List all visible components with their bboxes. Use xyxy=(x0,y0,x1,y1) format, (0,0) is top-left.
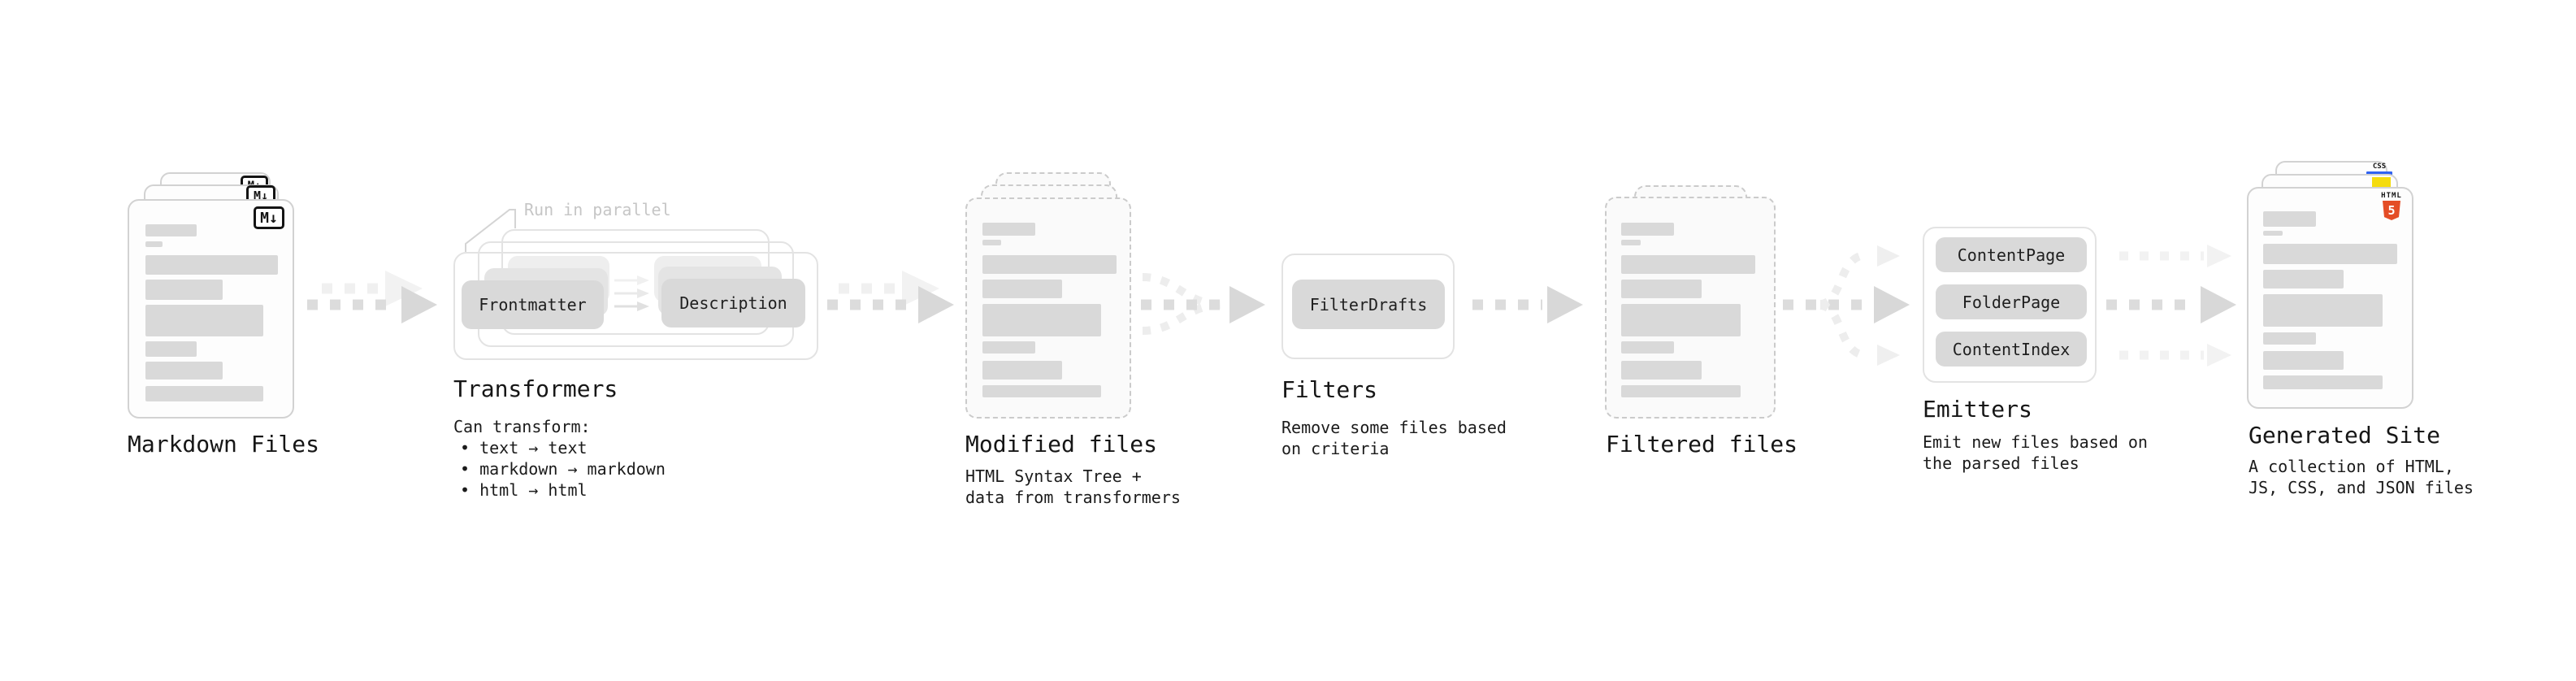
markdown-files-label: Markdown Files xyxy=(128,431,320,458)
text-line-bar xyxy=(982,223,1035,236)
run-in-parallel-annotation: Run in parallel xyxy=(524,200,671,219)
transformers-bullet: • html → html xyxy=(460,480,588,500)
filtered-files-label: Filtered files xyxy=(1606,431,1798,458)
contentpage-pill: ContentPage xyxy=(1936,237,2087,272)
text-line-bar xyxy=(982,341,1035,354)
text-line-bar xyxy=(982,361,1062,380)
text-line-bar xyxy=(2263,375,2383,389)
arrow-modified-to-filters xyxy=(1141,273,1265,335)
description-pill: Description xyxy=(661,279,805,327)
generated-file-card xyxy=(2247,187,2413,409)
text-line-bar xyxy=(2263,332,2316,345)
css-icon: CSS xyxy=(2366,163,2392,176)
generated-site-desc: JS, CSS, and JSON files xyxy=(2249,478,2474,497)
filters-desc: on criteria xyxy=(1281,439,1390,458)
text-line-bar xyxy=(982,280,1062,298)
css-icon-label: CSS xyxy=(2372,163,2387,171)
text-line-bar xyxy=(2263,231,2283,236)
text-line-bar xyxy=(982,304,1101,336)
filters-desc: Remove some files based xyxy=(1281,418,1507,437)
text-line-bar xyxy=(1621,385,1741,397)
markdown-file-card xyxy=(128,199,294,419)
text-line-bar xyxy=(145,241,163,247)
text-line-bar xyxy=(2263,244,2397,264)
contentindex-pill: ContentIndex xyxy=(1936,332,2087,367)
text-line-bar xyxy=(2263,270,2344,288)
text-line-bar xyxy=(145,255,278,275)
transformers-bullet: • markdown → markdown xyxy=(460,459,666,479)
emitters-heading: Emitters xyxy=(1923,396,2032,423)
generated-site-desc: A collection of HTML, xyxy=(2249,457,2454,476)
text-line-bar xyxy=(2263,294,2383,327)
text-line-bar xyxy=(2263,211,2316,227)
modified-file-card xyxy=(965,197,1131,419)
text-line-bar xyxy=(1621,280,1702,298)
css-icon-bar xyxy=(2366,171,2392,176)
transformer-box-front xyxy=(453,252,818,360)
frontmatter-pill: Frontmatter xyxy=(462,280,604,329)
text-line-bar xyxy=(982,240,1001,245)
arrow-emitters-to-generated xyxy=(2106,245,2236,367)
text-line-bar xyxy=(1621,304,1741,336)
text-line-bar xyxy=(145,362,223,380)
html5-icon-shield: 5 xyxy=(2383,201,2400,220)
text-line-bar xyxy=(1621,361,1702,380)
parallel-transform-arrows xyxy=(614,275,649,311)
text-line-bar xyxy=(145,341,197,357)
javascript-icon xyxy=(2372,177,2391,188)
run-in-parallel-leader-line xyxy=(465,209,516,252)
modified-files-desc: HTML Syntax Tree + xyxy=(965,466,1142,486)
arrow-transformers-to-modified xyxy=(827,271,954,323)
modified-files-desc: data from transformers xyxy=(965,488,1181,507)
emitters-desc: the parsed files xyxy=(1923,453,2079,473)
text-line-bar xyxy=(1621,255,1755,274)
generated-site-label: Generated Site xyxy=(2249,422,2441,449)
transformers-heading: Transformers xyxy=(453,375,618,402)
html5-icon-number: 5 xyxy=(2387,203,2396,218)
emitters-desc: Emit new files based on xyxy=(1923,432,2148,452)
filtered-file-card xyxy=(1605,197,1776,419)
text-line-bar xyxy=(982,385,1101,397)
folderpage-pill: FolderPage xyxy=(1936,284,2087,319)
markdown-icon: M↓ xyxy=(254,206,284,229)
text-line-bar xyxy=(145,280,223,300)
arrow-filtered-to-emitters xyxy=(1783,245,1910,366)
html5-icon: HTML 5 xyxy=(2379,192,2404,220)
modified-files-label: Modified files xyxy=(965,431,1158,458)
text-line-bar xyxy=(1621,223,1674,236)
text-line-bar xyxy=(145,305,263,336)
html5-icon-label: HTML xyxy=(2381,192,2402,200)
text-line-bar xyxy=(145,224,197,236)
text-line-bar xyxy=(982,255,1117,274)
arrow-filters-to-filtered xyxy=(1472,286,1583,323)
transformers-subheading: Can transform: xyxy=(453,417,591,436)
text-line-bar xyxy=(1621,341,1674,354)
text-line-bar xyxy=(145,386,263,401)
arrow-markdown-to-transformers xyxy=(307,271,437,323)
text-line-bar xyxy=(1621,240,1641,245)
filterdrafts-pill: FilterDrafts xyxy=(1292,280,1445,329)
filters-heading: Filters xyxy=(1281,376,1378,403)
text-line-bar xyxy=(2263,351,2344,370)
transformers-bullet: • text → text xyxy=(460,438,588,458)
